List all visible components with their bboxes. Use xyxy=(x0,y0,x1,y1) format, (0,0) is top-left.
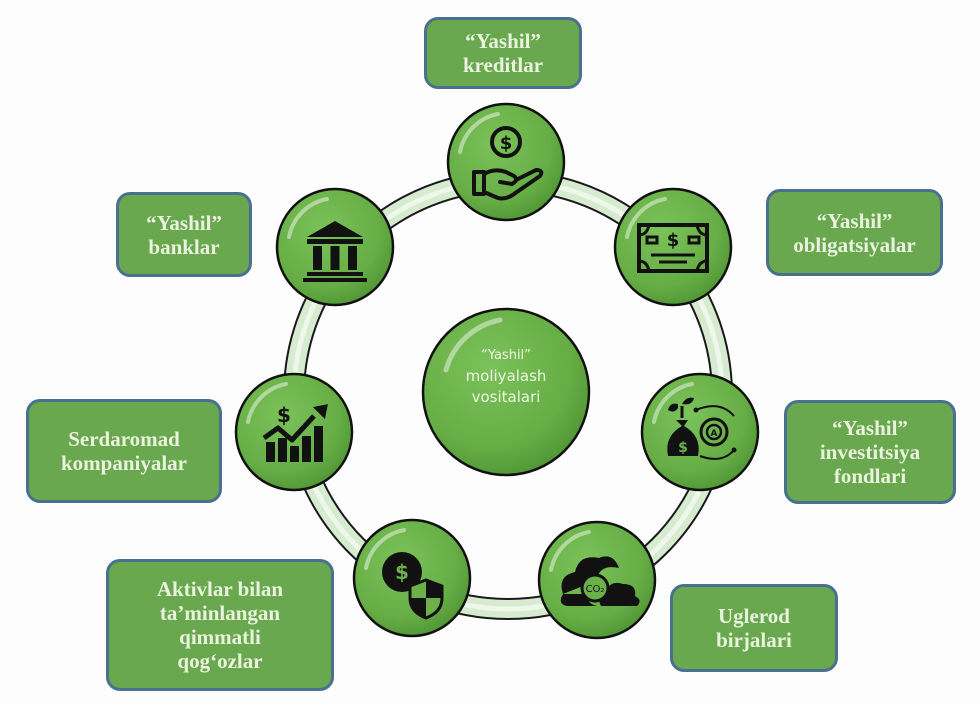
node-circle xyxy=(234,372,354,492)
dollar-shield-icon: $ xyxy=(382,552,444,620)
label-securities: Aktivlar bilan ta’minlangan qimmatli qog… xyxy=(106,559,334,691)
center-line-3: vositalari xyxy=(471,388,541,406)
svg-text:$: $ xyxy=(667,230,680,251)
svg-text:$: $ xyxy=(678,440,688,456)
label-line: obligatsiyalar xyxy=(793,232,916,257)
svg-text:$: $ xyxy=(500,133,513,154)
svg-text:CO₂: CO₂ xyxy=(586,584,605,595)
svg-text:$: $ xyxy=(395,560,409,584)
money-bag-sprout-icon: $ A xyxy=(667,397,737,460)
label-line: fondlari xyxy=(833,464,907,488)
label-credits: “Yashil” kreditlar xyxy=(424,17,582,89)
label-line: investitsiya xyxy=(819,440,921,464)
co2-cloud-icon: CO₂ xyxy=(560,556,640,606)
node-highlight xyxy=(246,382,288,424)
label-line: banklar xyxy=(148,234,220,259)
label-carbon: Uglerod birjalari xyxy=(670,584,838,672)
growth-chart-icon: $ xyxy=(262,403,328,462)
label-line: qog‘ozlar xyxy=(177,649,263,673)
node-highlight xyxy=(549,530,591,572)
bank-building-icon xyxy=(303,221,367,282)
node-banks xyxy=(275,187,395,307)
label-line: Uglerod xyxy=(718,604,790,628)
center-label: “Yashil” moliyalash vositalari xyxy=(424,345,588,408)
label-funds: “Yashil” investitsiya fondlari xyxy=(784,400,956,504)
label-line: “Yashil” xyxy=(465,29,541,53)
svg-text:A: A xyxy=(711,429,718,439)
banknote-icon: $ xyxy=(637,223,709,273)
label-line: kreditlar xyxy=(462,53,544,77)
node-carbon: CO₂ xyxy=(537,520,657,640)
center-circle xyxy=(421,307,591,477)
label-bonds: “Yashil” obligatsiyalar xyxy=(766,189,943,276)
node-credits: $ xyxy=(446,102,566,222)
node-highlight xyxy=(625,197,667,239)
label-line: “Yashil” xyxy=(832,416,908,440)
node-highlight xyxy=(458,112,500,154)
label-companies: Serdaromad kompaniyalar xyxy=(26,399,222,503)
label-line: qimmatli xyxy=(179,625,261,649)
node-circle xyxy=(613,187,733,307)
label-line: birjalari xyxy=(716,628,792,652)
hand-holding-dollar-icon: $ xyxy=(472,126,544,201)
node-securities: $ xyxy=(352,518,472,638)
label-line: ta’minlangan xyxy=(159,601,281,625)
node-circle xyxy=(446,102,566,222)
node-highlight xyxy=(652,382,694,424)
node-bonds: $ xyxy=(613,187,733,307)
label-line: “Yashil” xyxy=(816,208,893,233)
svg-text:$: $ xyxy=(277,403,291,427)
label-line: Aktivlar bilan xyxy=(156,577,284,601)
label-line: “Yashil” xyxy=(146,210,222,235)
label-line: kompaniyalar xyxy=(60,451,188,475)
label-line: Serdaromad xyxy=(68,427,180,451)
node-highlight xyxy=(287,197,329,239)
label-banks: “Yashil” banklar xyxy=(116,192,252,277)
center-line-2: moliyalash xyxy=(465,367,547,385)
node-companies: $ xyxy=(234,372,354,492)
center-line-1: “Yashil” xyxy=(481,348,531,363)
node-highlight xyxy=(364,528,406,570)
node-funds: $ A xyxy=(640,372,760,492)
